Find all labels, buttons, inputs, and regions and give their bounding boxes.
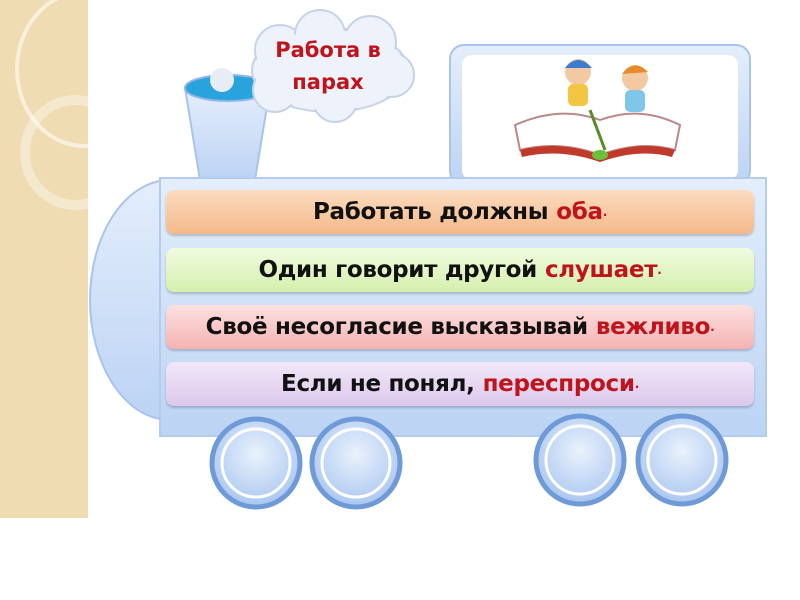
rule-text: Один говорит другой (258, 257, 537, 283)
rule-row-4: Если не понял, переспроси. (166, 362, 754, 406)
rule-highlight: переспроси (482, 371, 635, 397)
rule-end: . (634, 377, 640, 391)
rule-row-3: Своё несогласие высказывай вежливо. (166, 305, 754, 349)
wheel (533, 413, 627, 507)
train-wheels (209, 413, 729, 510)
rule-end: . (657, 263, 662, 277)
cloud-title: Работа в парах (262, 34, 394, 98)
rule-row-2: Один говорит другой слушает. (166, 248, 754, 292)
decorative-side-strip (0, 0, 88, 518)
kids-reading-book-picture (513, 59, 682, 162)
wheel (209, 416, 303, 510)
wheel (309, 416, 403, 510)
rule-highlight: слушает (544, 257, 658, 283)
rule-text: Если не понял, (281, 371, 475, 397)
rule-text: Работать должны (312, 199, 549, 225)
decorative-ring (20, 95, 88, 210)
cloud-title-line-2: парах (292, 70, 364, 94)
rule-highlight: оба (556, 199, 603, 225)
rule-end: . (710, 320, 715, 334)
wheel (635, 413, 729, 507)
rule-row-1: Работать должны оба. (166, 190, 754, 234)
cloud-title-line-1: Работа в (275, 38, 381, 62)
rule-text: Своё несогласие высказывай (205, 314, 588, 340)
rule-end: . (602, 205, 608, 219)
rule-highlight: вежливо (595, 314, 711, 340)
